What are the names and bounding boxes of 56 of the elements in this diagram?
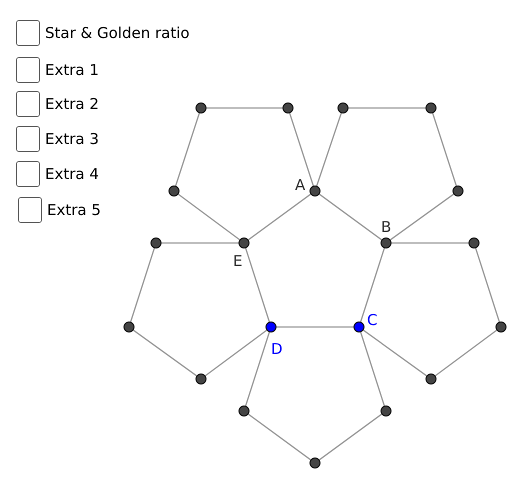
line-segment [132,329,198,377]
point [426,374,436,384]
checkbox-label: Extra 5 [47,201,101,219]
checkbox-label: Extra 1 [45,61,99,79]
checkbox-label: Extra 2 [45,95,99,113]
point [238,406,250,416]
point [380,406,392,416]
line-segment [178,193,240,241]
line-segment [318,413,382,461]
line-segment [390,193,454,241]
point [150,238,162,248]
line-segment [276,326,354,328]
checkbox-label: Extra 3 [45,130,99,148]
point-label: D [271,341,283,357]
line-segment [391,242,469,244]
line-segment [206,107,283,109]
point [338,102,348,114]
line-segment [360,248,386,322]
checkbox-label: Extra 4 [45,165,99,183]
point-label: E [233,253,242,269]
point [282,102,294,114]
point [452,186,464,196]
point-label: B [381,219,392,235]
point-label: A [295,177,306,193]
line-segment [244,248,270,322]
line-segment [288,112,314,186]
point [168,186,180,196]
line-segment [174,112,200,186]
point [238,238,250,248]
point [496,322,506,332]
line-segment [161,242,239,244]
point [310,458,320,468]
point [380,238,392,248]
line-segment [432,112,458,186]
point [196,374,206,384]
line-segment [474,248,500,322]
line-segment [244,332,270,406]
point [124,322,134,332]
line-segment [248,413,312,461]
point [426,102,436,114]
line-segment [318,193,382,241]
line-segment [204,329,268,377]
point [266,322,276,332]
point [196,102,206,114]
point [354,322,364,332]
point [310,186,320,196]
line-segment [316,112,342,186]
line-segment [360,332,386,406]
line-segment [130,248,156,322]
checkbox-label: Star & Golden ratio [45,24,190,42]
point-label: C [367,312,378,328]
line-segment [348,107,426,109]
line-segment [362,329,428,377]
line-segment [248,193,312,241]
line-segment [434,329,498,377]
point [468,238,480,248]
